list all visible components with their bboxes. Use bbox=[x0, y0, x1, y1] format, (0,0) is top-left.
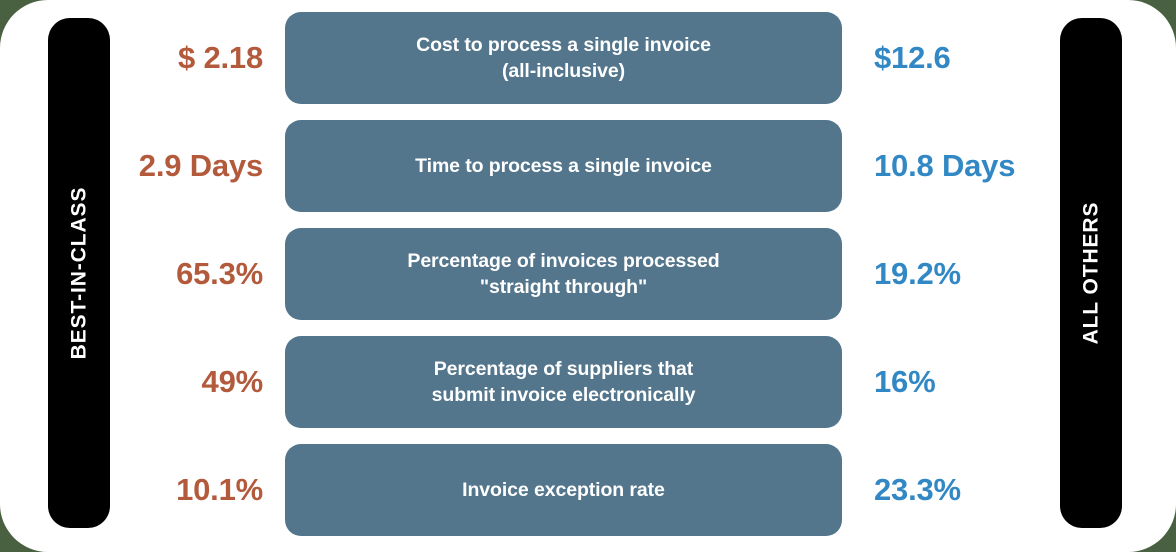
metric-label: Time to process a single invoice bbox=[415, 153, 712, 179]
metric-pill: Invoice exception rate bbox=[285, 444, 842, 536]
table-row: $ 2.18 Cost to process a single invoice … bbox=[0, 12, 1176, 104]
comparison-rows: $ 2.18 Cost to process a single invoice … bbox=[0, 12, 1176, 540]
column-header-best-in-class: BEST-IN-CLASS bbox=[48, 18, 110, 528]
all-others-value: 19.2% bbox=[874, 256, 961, 291]
metric-label: Invoice exception rate bbox=[462, 477, 665, 503]
metric-label-line-2: "straight through" bbox=[479, 276, 648, 298]
table-row: 49% Percentage of suppliers that submit … bbox=[0, 336, 1176, 428]
metric-label-line-1: Cost to process a single invoice bbox=[416, 33, 711, 56]
metric-pill: Percentage of invoices processed "straig… bbox=[285, 228, 842, 320]
table-row: 10.1% Invoice exception rate 23.3% bbox=[0, 444, 1176, 536]
all-others-value: 16% bbox=[874, 364, 936, 399]
metric-pill: Cost to process a single invoice (all-in… bbox=[285, 12, 842, 104]
all-others-value: 23.3% bbox=[874, 472, 961, 507]
metric-pill: Percentage of suppliers that submit invo… bbox=[285, 336, 842, 428]
metric-label-line-1: Time to process a single invoice bbox=[415, 154, 712, 177]
all-others-value: 10.8 Days bbox=[874, 148, 1016, 183]
metric-pill: Time to process a single invoice bbox=[285, 120, 842, 212]
metric-label: Percentage of invoices processed "straig… bbox=[407, 248, 719, 300]
all-others-value: $12.6 bbox=[874, 40, 951, 75]
best-in-class-value: 10.1% bbox=[176, 472, 263, 507]
table-row: 2.9 Days Time to process a single invoic… bbox=[0, 120, 1176, 212]
metric-label-line-1: Percentage of suppliers that bbox=[433, 357, 694, 380]
metric-label-line-2: (all-inclusive) bbox=[501, 60, 626, 82]
metric-label: Cost to process a single invoice (all-in… bbox=[416, 32, 711, 84]
best-in-class-value: 49% bbox=[201, 364, 264, 399]
metric-label: Percentage of suppliers that submit invo… bbox=[432, 356, 696, 408]
column-header-all-others: ALL OTHERS bbox=[1060, 18, 1122, 528]
metric-label-line-1: Percentage of invoices processed bbox=[407, 249, 720, 272]
metric-label-line-1: Invoice exception rate bbox=[462, 478, 665, 501]
best-in-class-value: 2.9 Days bbox=[138, 148, 263, 183]
best-in-class-value: 65.3% bbox=[176, 256, 263, 291]
best-in-class-value: $ 2.18 bbox=[178, 40, 263, 75]
metric-label-line-2: submit invoice electronically bbox=[431, 384, 696, 406]
table-row: 65.3% Percentage of invoices processed "… bbox=[0, 228, 1176, 320]
